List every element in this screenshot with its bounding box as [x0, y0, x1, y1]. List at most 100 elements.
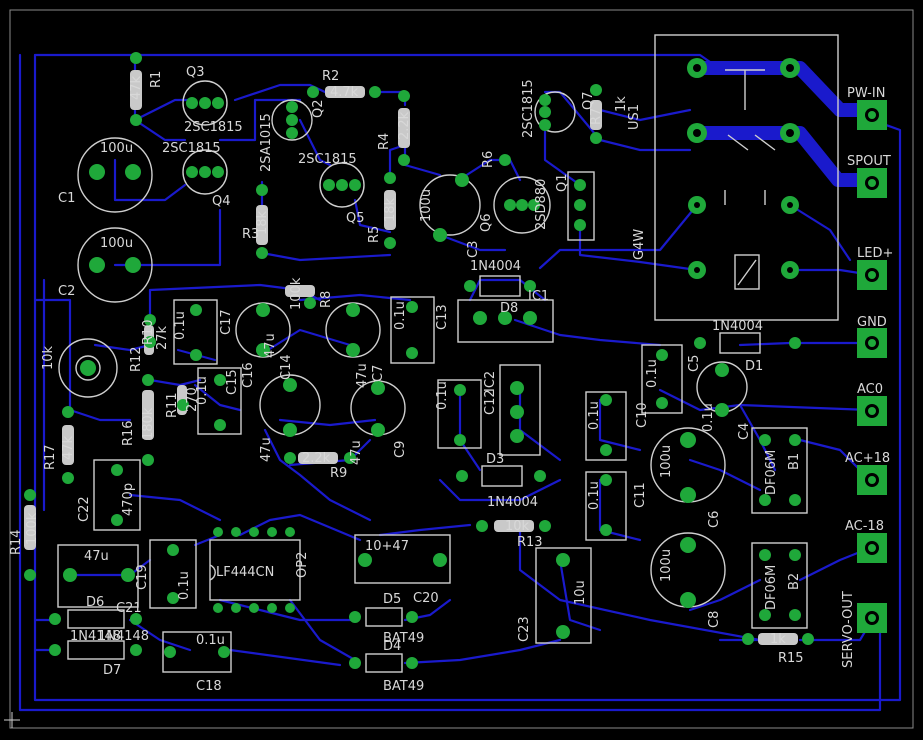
label-c3: C3 [466, 241, 481, 258]
value-d4: BAT49 [383, 679, 424, 694]
connector-label-ac18n: AC-18 [845, 519, 884, 534]
label-d7: D7 [103, 663, 121, 678]
connector-pads [857, 100, 887, 633]
value-d8: 1N4004 [470, 259, 521, 274]
value-c7: 47u [355, 363, 370, 388]
value-d5: BAT49 [383, 631, 424, 646]
value-d3: 1N4004 [487, 495, 538, 510]
value-r13: 10k [505, 519, 530, 534]
label-r8: R8 [319, 291, 334, 308]
label-r11: R11 [165, 392, 180, 418]
label-c5: C5 [687, 355, 702, 372]
value-r4: 2.2k [397, 111, 412, 140]
connector-label-ac18p: AC+18 [845, 451, 890, 466]
label-c2: C2 [58, 284, 75, 299]
label-q3: Q3 [186, 65, 205, 80]
value-r15: 1k [770, 632, 786, 647]
label-q1: Q1 [555, 173, 570, 192]
label-c19: C19 [135, 564, 150, 590]
value-c4: 0.1u [701, 403, 716, 432]
label-c15: C15 [225, 369, 240, 395]
label-r16: R16 [121, 420, 136, 446]
value-r10: 27k [155, 325, 170, 350]
label-r12: R12 [129, 346, 144, 372]
value-r14: 100k [25, 512, 40, 545]
label-q7: Q7 [581, 91, 596, 110]
label-c21: C21 [116, 601, 142, 616]
label-r14: R14 [9, 529, 24, 555]
value-r17: 47k [61, 435, 76, 460]
label-r6: R6 [481, 151, 496, 168]
value-c17: 0.1u [173, 311, 188, 340]
label-r4: R4 [377, 133, 392, 150]
value-q5: 2SC1815 [298, 152, 357, 167]
label-r13: R13 [517, 535, 543, 550]
label-c12: C12 [483, 389, 498, 415]
label-c11: C11 [633, 482, 648, 508]
label-b2: B2 [787, 573, 802, 590]
pad-holes [693, 64, 794, 273]
value-c23: 10u [573, 580, 588, 605]
label-c18: C18 [196, 679, 222, 694]
through-hole-pads [24, 52, 814, 669]
label-c7: C7 [371, 365, 386, 382]
label-c16: C16 [241, 362, 256, 388]
label-r15: R15 [778, 651, 804, 666]
value-d7: 1N4148 [98, 629, 149, 644]
connector-label-gnd: GND [857, 315, 887, 330]
label-d3: D3 [486, 452, 504, 467]
value-c3: 100u [419, 189, 434, 222]
label-c6: C6 [707, 511, 722, 528]
value-c22: 470p [121, 483, 136, 516]
connector-label-led: LED+ [857, 246, 893, 261]
value-c19: 0.1u [177, 571, 192, 600]
label-r3: R3 [242, 227, 259, 242]
label-q4: Q4 [212, 194, 231, 209]
label-r2: R2 [322, 69, 339, 84]
value-c13: 0.1u [393, 301, 408, 330]
label-c10: C10 [635, 402, 650, 428]
label-c8: C8 [707, 611, 722, 628]
value-d1: 1N4004 [712, 319, 763, 334]
value-r11: 270 [185, 387, 200, 412]
component-labels: C1 100u C2 100u R1 47k Q3 2SC1815 2SC181… [9, 65, 804, 694]
label-c1: C1 [58, 191, 75, 206]
value-q6: 2SD880 [534, 179, 549, 230]
value-c21: 47u [84, 549, 109, 564]
label-d4: D4 [383, 639, 401, 654]
label-d8: D8 [500, 301, 518, 316]
value-c8: 100u [659, 549, 674, 582]
label-b1: B1 [787, 453, 802, 470]
label-r5: R5 [367, 226, 382, 243]
label-q2: Q2 [311, 99, 326, 118]
value-q3: 2SC1815 [184, 120, 243, 135]
value-op2: LF444CN [216, 565, 274, 580]
value-r16: 180k [141, 407, 156, 440]
label-r17: R17 [43, 444, 58, 470]
label-c14: C14 [279, 354, 294, 380]
label-d1: D1 [745, 359, 763, 374]
origin-marker [4, 712, 20, 728]
value-c20: 10+47 [365, 539, 409, 554]
value-c6: 100u [659, 445, 674, 478]
label-c20: C20 [413, 591, 439, 606]
value-b1: DF06M [764, 450, 779, 495]
value-q2: 2SA1015 [259, 113, 274, 172]
value-r9: 2.2k [302, 451, 331, 466]
connector-label-ac0: AC0 [857, 382, 883, 397]
label-d6: D6 [86, 595, 104, 610]
label-c9: C9 [393, 441, 408, 458]
value-r2: 4.7k [330, 85, 359, 100]
value-c10: 0.1u [587, 401, 602, 430]
label-us1: US1 [627, 104, 642, 130]
value-b2: DF06M [764, 565, 779, 610]
label-q5: Q5 [346, 211, 365, 226]
label-c23: C23 [517, 616, 532, 642]
label-q6: Q6 [479, 213, 494, 232]
value-c11: 0.1u [587, 481, 602, 510]
value-r12: 10k [41, 345, 56, 370]
label-c13: C13 [435, 304, 450, 330]
connector-labels: PW-IN SPOUT LED+ GND AC0 AC+18 AC-18 SER… [841, 86, 893, 668]
value-r5: 18k [383, 197, 398, 222]
